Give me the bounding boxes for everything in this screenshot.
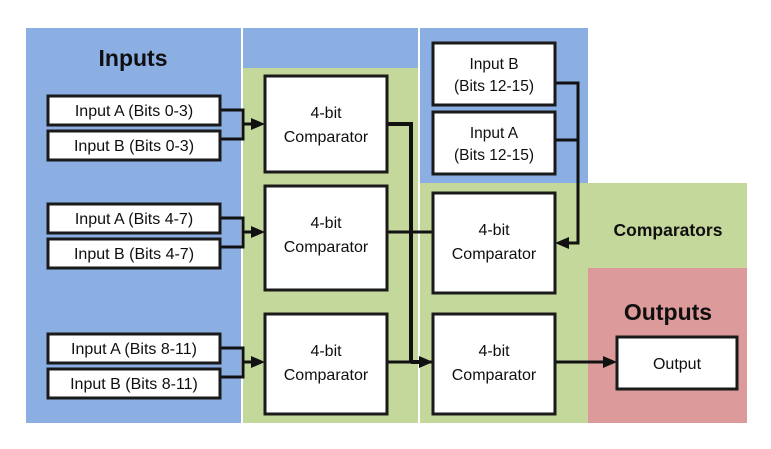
input-box-a-0-3[interactable]: Input A (Bits 0-3) <box>46 94 222 127</box>
input-box-a-0-3-label: Input A (Bits 0-3) <box>75 103 193 120</box>
panel-label-comparators: Comparators <box>614 220 723 240</box>
wire-cmp1-to-bus <box>387 122 413 362</box>
comparator-box-4[interactable]: 4-bit Comparator <box>431 191 557 295</box>
wire-in-b-4-7 <box>220 232 245 249</box>
comparator-box-4-line1: 4-bit <box>478 222 510 239</box>
panel-label-inputs: Inputs <box>99 45 168 71</box>
wire-in-b-12-15 <box>555 81 580 97</box>
input-box-b-12-15-line2: (Bits 12-15) <box>454 78 534 95</box>
comparator-box-1-line2: Comparator <box>284 129 369 146</box>
input-box-a-4-7-label: Input A (Bits 4-7) <box>75 211 193 228</box>
input-box-a-12-15[interactable]: Input A (Bits 12-15) <box>431 110 557 176</box>
comparator-boxes: 4-bit Comparator 4-bit Comparator 4-bit … <box>263 74 557 416</box>
comparator-box-5-line1: 4-bit <box>478 343 510 360</box>
arrowhead-cmp2-in <box>251 226 265 238</box>
panel-inputs-top-strip <box>243 28 418 68</box>
input-box-b-4-7-label: Input B (Bits 4-7) <box>74 246 194 263</box>
wires <box>220 81 617 379</box>
arrowhead-cmp4-in-right <box>555 237 569 249</box>
input-box-b-8-11-label: Input B (Bits 8-11) <box>70 376 198 393</box>
comparator-box-4-line2: Comparator <box>452 246 537 263</box>
input-box-b-12-15[interactable]: Input B (Bits 12-15) <box>431 41 557 107</box>
input-box-a-8-11[interactable]: Input A (Bits 8-11) <box>46 332 222 365</box>
input-boxes: Input A (Bits 0-3) Input B (Bits 0-3) In… <box>46 41 557 400</box>
input-box-b-0-3[interactable]: Input B (Bits 0-3) <box>46 129 222 162</box>
input-box-b-0-3-label: Input B (Bits 0-3) <box>74 138 194 155</box>
comparator-box-2-line1: 4-bit <box>310 215 342 232</box>
arrowhead-cmp3-in <box>251 356 265 368</box>
comparator-box-5[interactable]: 4-bit Comparator <box>431 312 557 416</box>
wire-in-b-0-3 <box>220 124 245 141</box>
input-box-b-8-11[interactable]: Input B (Bits 8-11) <box>46 367 222 400</box>
comparator-box-2[interactable]: 4-bit Comparator <box>263 184 389 292</box>
wire-in-a-8-11 <box>220 346 245 362</box>
comparator-box-2-line2: Comparator <box>284 239 369 256</box>
comparator-box-1[interactable]: 4-bit Comparator <box>263 74 389 174</box>
output-box-1-label: Output <box>653 356 702 373</box>
comparator-box-5-line2: Comparator <box>452 367 537 384</box>
comparator-box-3-line2: Comparator <box>284 367 369 384</box>
comparator-box-3-line1: 4-bit <box>310 343 342 360</box>
comparator-box-1-line1: 4-bit <box>310 105 342 122</box>
panel-label-outputs: Outputs <box>624 299 712 325</box>
wire-in-a-0-3 <box>220 108 245 124</box>
input-box-b-4-7[interactable]: Input B (Bits 4-7) <box>46 237 222 270</box>
arrowhead-output-in <box>603 356 617 368</box>
wire-in-a-4-7 <box>220 216 245 232</box>
wire-in-b-8-11 <box>220 362 245 379</box>
panel-comparators-right <box>588 183 747 268</box>
comparator-box-3[interactable]: 4-bit Comparator <box>263 312 389 416</box>
input-box-a-12-15-line1: Input A <box>470 125 519 142</box>
output-box-1[interactable]: Output <box>615 335 739 391</box>
input-box-a-12-15-line2: (Bits 12-15) <box>454 147 534 164</box>
arrowhead-cmp1-in <box>251 118 265 130</box>
input-box-b-12-15-line1: Input B <box>469 56 518 73</box>
output-boxes: Output <box>615 335 739 391</box>
input-box-a-8-11-label: Input A (Bits 8-11) <box>71 341 197 358</box>
input-box-a-4-7[interactable]: Input A (Bits 4-7) <box>46 202 222 235</box>
